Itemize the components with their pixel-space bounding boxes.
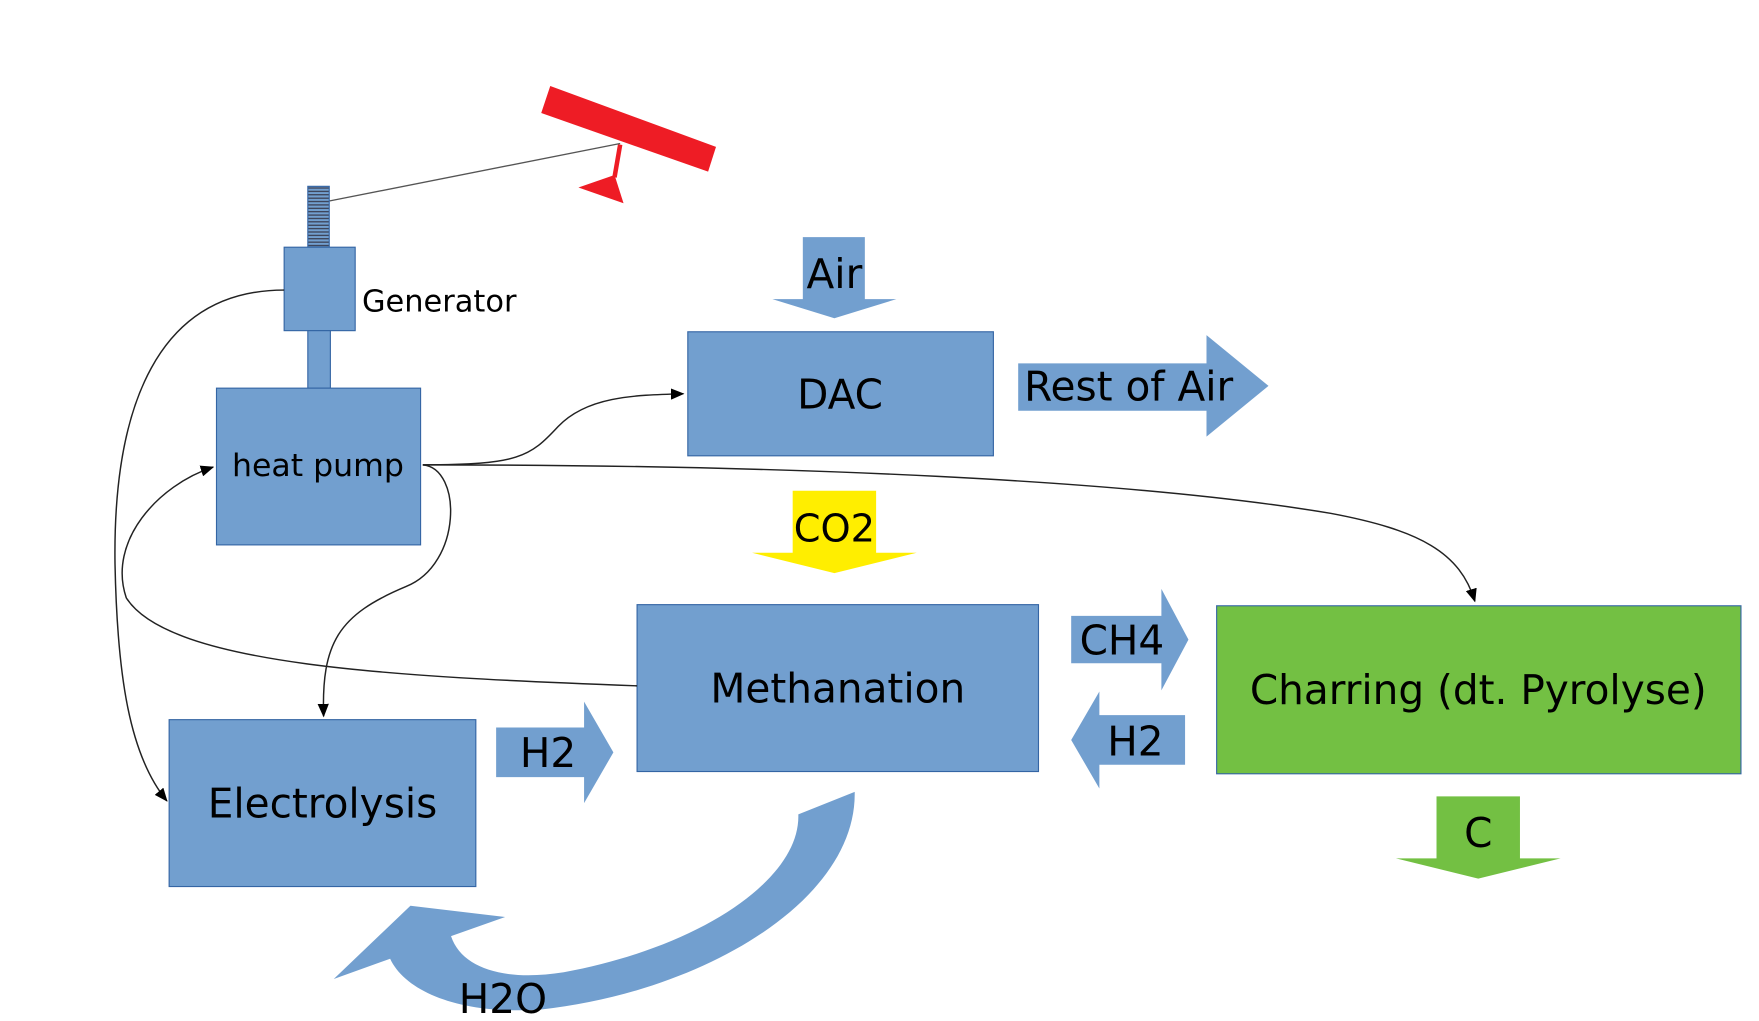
h2-left-arrow bbox=[496, 701, 614, 804]
charring-label: Charring (dt. Pyrolyse) bbox=[1250, 666, 1707, 714]
h2o-label: H2O bbox=[459, 975, 547, 1021]
ch4-label: CH4 bbox=[1080, 616, 1165, 664]
heat-pump-box bbox=[215, 387, 422, 546]
connector-heatpump-electrolysis bbox=[317, 464, 452, 718]
generator-label: Generator bbox=[362, 284, 517, 319]
connector-heatpump-charring bbox=[422, 464, 1477, 603]
h2-left-label: H2 bbox=[520, 729, 576, 777]
shaft bbox=[307, 330, 331, 389]
h2-right-arrow bbox=[1071, 691, 1186, 789]
methanation-box bbox=[636, 604, 1040, 773]
c-arrow bbox=[1395, 796, 1561, 879]
electrolysis-box bbox=[168, 719, 477, 888]
co2-label: CO2 bbox=[794, 507, 875, 552]
generator-box bbox=[283, 246, 356, 332]
wind-turbine-icon bbox=[307, 85, 717, 248]
rest-of-air-arrow bbox=[1018, 335, 1269, 437]
h2o-arrow bbox=[333, 791, 855, 1011]
heat-pump-label: heat pump bbox=[232, 448, 404, 484]
co2-arrow bbox=[752, 490, 917, 574]
connector-heatpump-dac bbox=[422, 388, 685, 466]
connector-methanation-heatpump bbox=[121, 465, 638, 687]
electrolysis-label: Electrolysis bbox=[208, 780, 438, 828]
charring-box bbox=[1216, 605, 1742, 775]
dac-box bbox=[687, 331, 994, 457]
air-label: Air bbox=[807, 250, 863, 298]
h2-right-label: H2 bbox=[1107, 718, 1163, 766]
methanation-label: Methanation bbox=[710, 665, 965, 713]
dac-label: DAC bbox=[797, 370, 883, 418]
connector-generator-electrolysis bbox=[114, 289, 285, 802]
rest-of-air-label: Rest of Air bbox=[1024, 363, 1233, 411]
ch4-arrow bbox=[1071, 588, 1189, 691]
air-arrow bbox=[772, 237, 897, 319]
c-label: C bbox=[1464, 809, 1492, 857]
